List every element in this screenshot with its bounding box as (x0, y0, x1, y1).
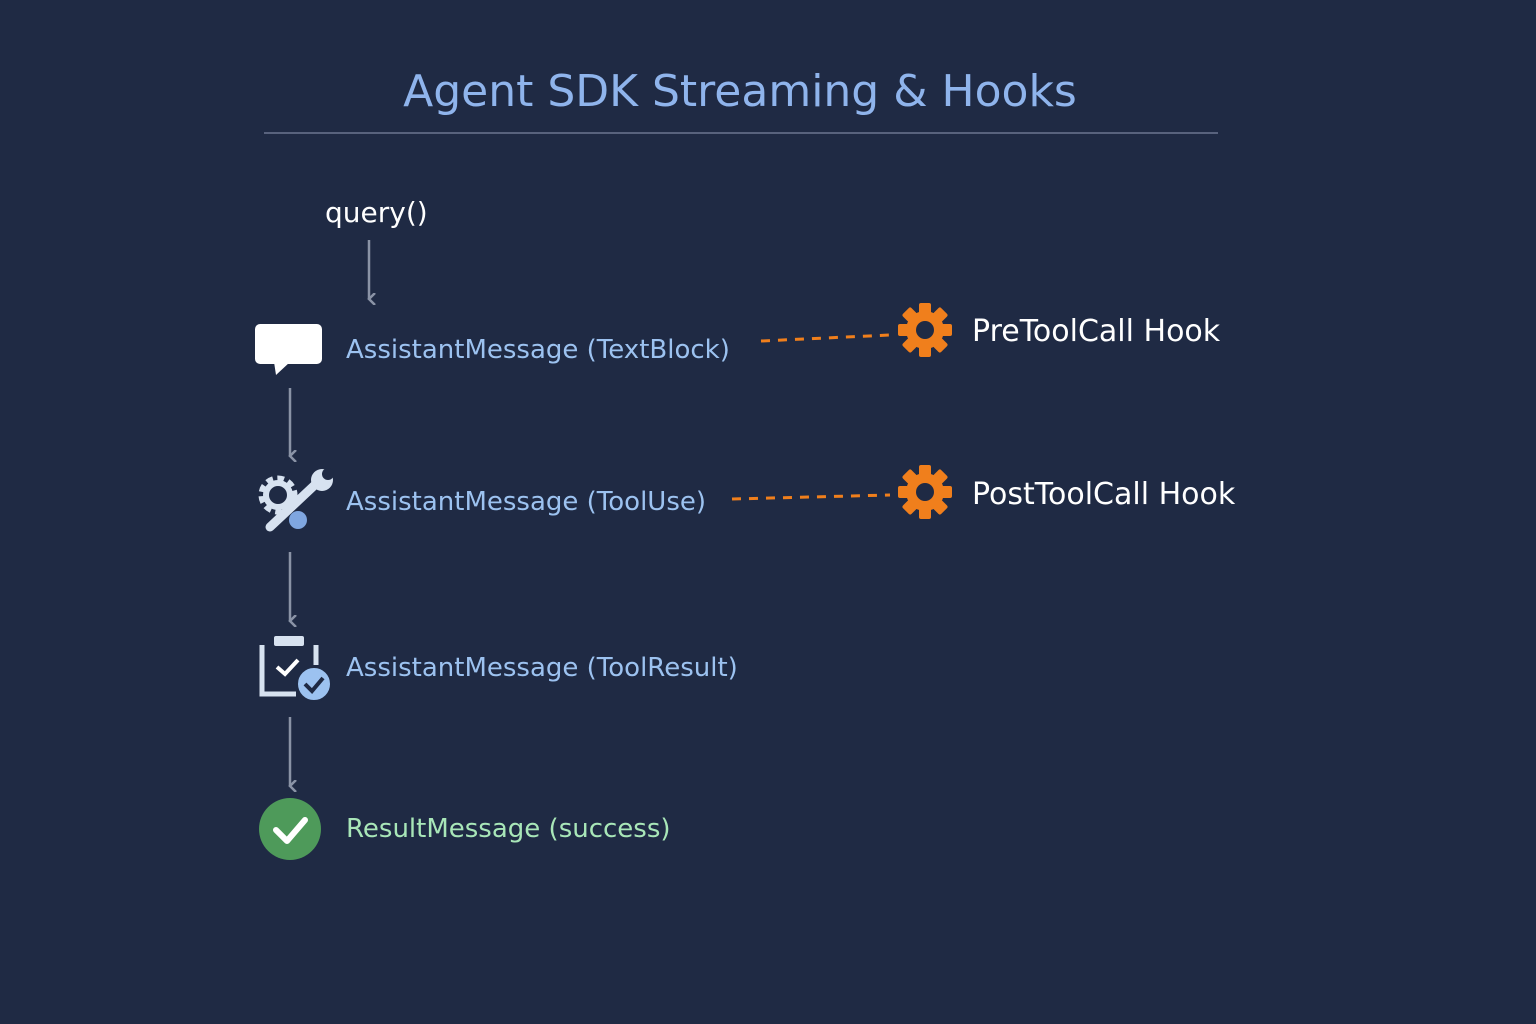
success-check-icon (259, 798, 321, 860)
step-textblock-label: AssistantMessage (TextBlock) (346, 335, 730, 365)
step-result-success-label: ResultMessage (success) (346, 814, 671, 844)
pre-tool-call-hook-label: PreToolCall Hook (972, 314, 1221, 349)
step-tooluse-label: AssistantMessage (ToolUse) (346, 487, 706, 517)
pre-hook-gear-icon (898, 303, 952, 357)
diagram-title: Agent SDK Streaming & Hooks (403, 66, 1077, 117)
post-tool-call-hook-label: PostToolCall Hook (972, 477, 1236, 512)
clipboard-check-icon (259, 636, 332, 702)
speech-bubble-icon (255, 324, 322, 375)
entry-query-label: query() (325, 196, 428, 229)
post-hook-connector (731, 493, 891, 501)
step-toolresult-label: AssistantMessage (ToolResult) (346, 653, 738, 683)
gear-wrench-icon (258, 468, 334, 532)
post-hook-gear-icon (898, 465, 952, 519)
pre-hook-connector (760, 333, 891, 343)
